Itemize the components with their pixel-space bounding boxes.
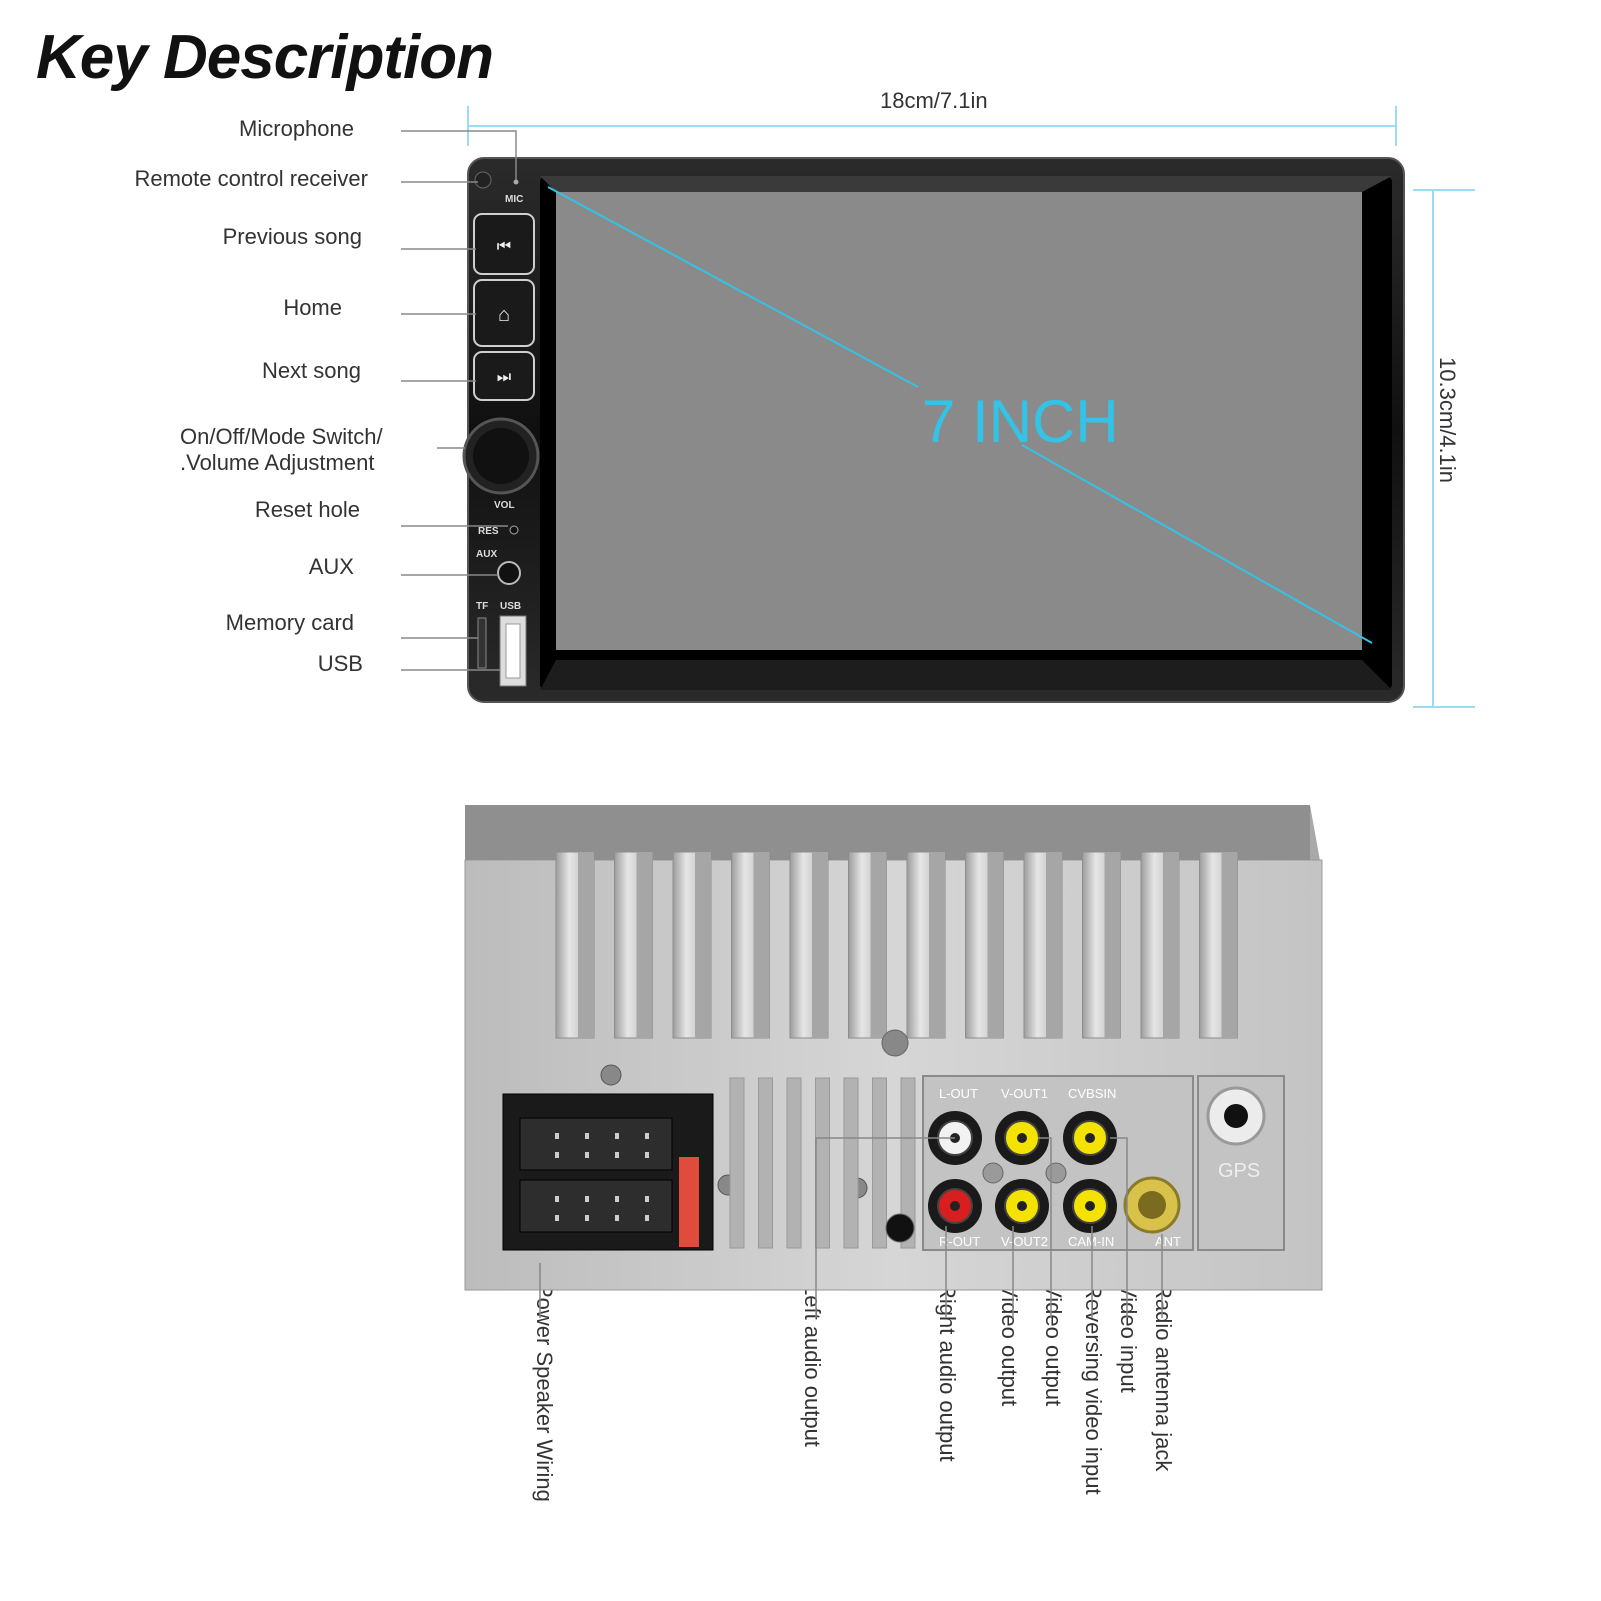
mic-mark: MIC [505,194,523,205]
rca-jack-pin [1085,1201,1095,1211]
black-jack[interactable] [885,1213,915,1243]
display-screen[interactable] [556,192,1362,650]
vent-slot [758,1077,773,1249]
heat-sink-fin-shadow [695,852,711,1038]
camin-mark: CAM-IN [1068,1234,1114,1249]
previous-icon: ⏮ [497,238,511,255]
connector-pin [555,1196,559,1202]
vout2-mark: V-OUT2 [1001,1234,1048,1249]
next-song-button[interactable] [473,351,535,401]
connector-pin [585,1215,589,1221]
heat-sink-fin-shadow [1221,852,1238,1038]
connector-pin [615,1152,619,1158]
remote-receiver-icon [474,171,492,189]
width-dimension-line [467,106,1397,146]
rout-mark: R-OUT [939,1234,980,1249]
previous-song-button[interactable] [473,213,535,275]
memory-card-slot[interactable] [477,617,487,669]
label-next-song: Next song [261,358,361,383]
heat-sink-fin-shadow [753,852,770,1038]
front-leader-lines [401,130,517,671]
label-memory-card: Memory card [225,610,354,635]
vout1-mark: V-OUT1 [1001,1086,1048,1101]
heat-sink-fin-shadow [578,852,594,1038]
label-aux: AUX [308,554,354,579]
rca-screw [982,1162,1004,1184]
vent-slot [872,1077,887,1249]
heat-sink-fin-shadow [1046,852,1062,1038]
screen-size-text: 7 INCH [922,388,1119,455]
usb-mark: USB [500,601,521,612]
power-speaker-connector[interactable] [502,1093,714,1251]
rear-leader-lines [539,1137,1163,1318]
heat-sink-fin-shadow [636,852,653,1038]
connector-pin [645,1152,649,1158]
connector-pin [555,1215,559,1221]
gps-mark: GPS [1218,1160,1260,1182]
vent-slot [815,1077,830,1249]
connector-pin [585,1152,589,1158]
connector-pin [615,1133,619,1139]
rca-jacks [928,1111,1117,1233]
vent-slot [900,1077,916,1249]
home-icon: ⌂ [498,304,510,326]
width-dimension-label: 18cm/7.1in [880,88,988,113]
label-home: Home [283,295,342,320]
front-panel: 7 INCH [467,157,1405,703]
vent-slot [786,1077,802,1249]
microphone-icon [513,179,519,185]
rca-jack-pin [950,1201,960,1211]
heat-sink-fin-shadow [987,852,1004,1038]
next-icon: ⏭ [497,369,511,386]
vent-slot [729,1077,745,1249]
height-dimension-line [1413,189,1475,708]
connector-pin [615,1196,619,1202]
res-mark: RES [478,526,499,537]
tf-mark: TF [476,601,488,612]
connector-pin [585,1196,589,1202]
heat-sink-fin-shadow [1104,852,1121,1038]
page-title: Key Description [36,23,494,92]
reset-hole[interactable] [509,525,519,535]
heat-sink-fins [555,851,1238,1039]
vent-slots [729,1077,916,1249]
heat-sink-fin-shadow [929,852,945,1038]
rca-jack-pin [1017,1201,1027,1211]
label-power-mode-switch: On/Off/Mode Switch/ [180,424,383,449]
heat-sink-fin-shadow [812,852,828,1038]
ant-mark: ANT [1155,1234,1181,1249]
rca-jack-pin [1017,1133,1027,1143]
connector-pin [555,1133,559,1139]
label-remote-control-receiver: Remote control receiver [134,166,368,191]
rca-screw [1045,1162,1067,1184]
heat-sink-fin-shadow [1163,852,1179,1038]
aux-mark: AUX [476,549,497,560]
mount-screw-center [881,1029,909,1057]
cvbsin-mark: CVBSIN [1068,1086,1116,1101]
connector-pin [555,1152,559,1158]
aux-jack[interactable] [497,561,521,585]
heat-sink-fin-shadow [870,852,887,1038]
label-previous-song: Previous song [222,224,362,249]
rca-jack-pin [1085,1133,1095,1143]
home-button[interactable] [473,279,535,347]
label-microphone: Microphone [239,116,354,141]
connector-pin [615,1215,619,1221]
vol-mark: VOL [494,500,515,511]
lout-mark: L-OUT [939,1086,978,1101]
connector-pin [645,1215,649,1221]
connector-pin [645,1133,649,1139]
label-reset-hole: Reset hole [254,497,360,522]
connector-pin [585,1133,589,1139]
label-volume-adjustment: .Volume Adjustment [180,450,375,475]
label-usb: USB [317,651,363,676]
mount-screw-left [600,1064,622,1086]
vent-slot [843,1077,859,1249]
fuse [679,1157,699,1247]
connector-pins [555,1133,649,1221]
connector-pin [645,1196,649,1202]
